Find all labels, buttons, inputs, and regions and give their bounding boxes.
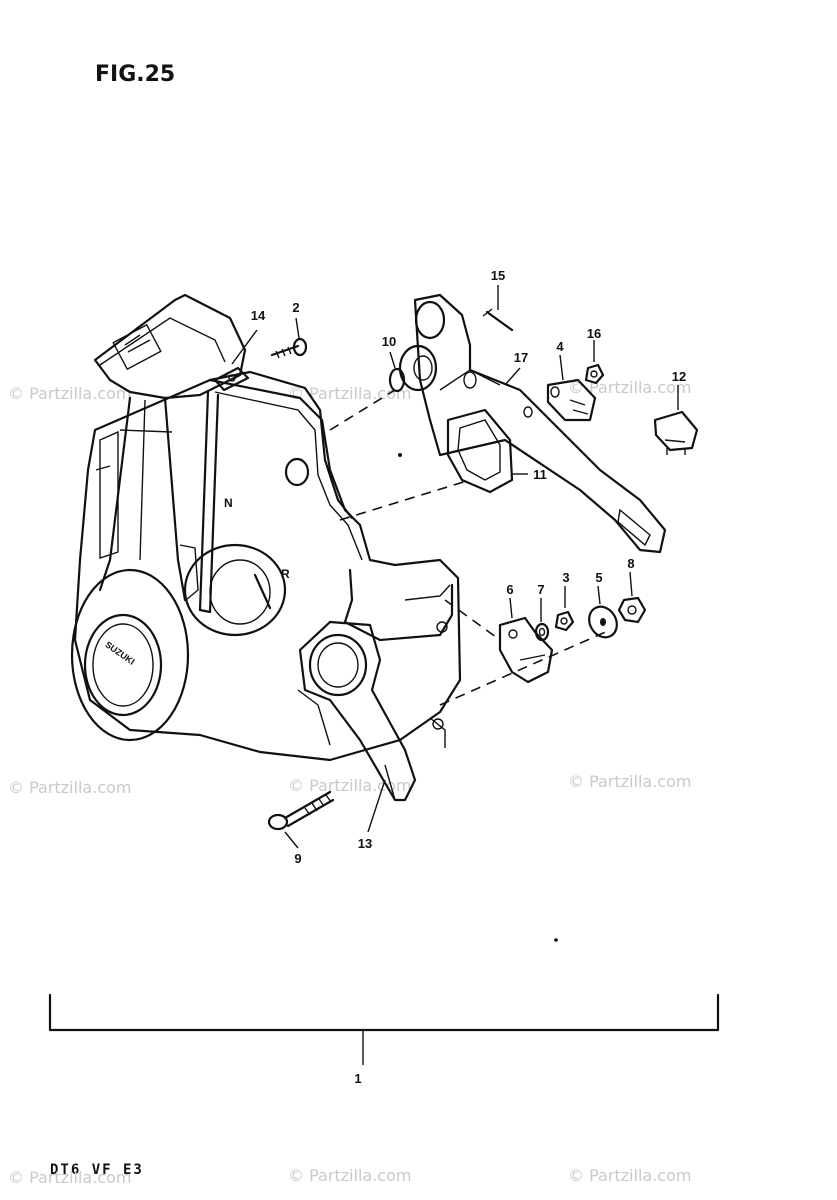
callout-2: 2 xyxy=(292,300,299,315)
watermark: © Partzilla.com xyxy=(8,384,132,403)
interlock-rod xyxy=(198,329,258,614)
nut-8 xyxy=(617,571,647,624)
callout-9: 9 xyxy=(294,851,301,866)
callout-7: 7 xyxy=(537,582,544,597)
cover-emblem: SUZUKI xyxy=(103,639,136,666)
callout-11: 11 xyxy=(533,467,547,482)
nut-3 xyxy=(554,586,575,632)
watermark: © Partzilla.com xyxy=(568,1166,692,1185)
callout-13: 13 xyxy=(358,836,372,851)
callout-14: 14 xyxy=(251,308,266,323)
assembly-bracket xyxy=(48,993,720,1065)
pin-15 xyxy=(482,285,514,332)
callout-5: 5 xyxy=(595,570,602,585)
callout-12: 12 xyxy=(672,369,686,384)
figure-title: FIG.25 xyxy=(95,62,176,87)
bracket-17 xyxy=(398,293,667,554)
callout-4: 4 xyxy=(556,339,564,354)
callout-label-1: 1 xyxy=(354,1071,361,1086)
callout-17: 17 xyxy=(514,350,528,365)
reverse-mark: R xyxy=(281,567,290,581)
watermark: © Partzilla.com xyxy=(288,776,412,795)
screw-2 xyxy=(270,317,308,359)
callout-10: 10 xyxy=(382,334,396,349)
gasket-11 xyxy=(446,408,528,494)
watermark: © Partzilla.com xyxy=(568,378,692,397)
control-box-housing: N R xyxy=(73,370,462,762)
plate-6 xyxy=(498,597,554,684)
callout-3: 3 xyxy=(562,570,569,585)
nut-16 xyxy=(584,340,605,385)
model-code: DT6 VF E3 xyxy=(50,1162,144,1178)
watermark: © Partzilla.com xyxy=(8,1168,132,1187)
callout-15: 15 xyxy=(491,268,505,283)
watermark: © Partzilla.com xyxy=(568,772,692,791)
washer-7 xyxy=(534,598,550,642)
callout-6: 6 xyxy=(506,582,513,597)
callout-8: 8 xyxy=(627,556,634,571)
washer-5 xyxy=(588,585,618,639)
bolt-9 xyxy=(267,790,335,849)
control-handle: SUZUKI xyxy=(70,293,247,742)
watermark: © Partzilla.com xyxy=(8,778,132,797)
throttle-lever xyxy=(298,620,417,833)
clip-12 xyxy=(653,385,699,455)
watermark: © Partzilla.com xyxy=(288,1166,412,1185)
neutral-mark: N xyxy=(224,496,233,510)
clamp-4 xyxy=(546,354,597,422)
callout-16: 16 xyxy=(587,326,601,341)
